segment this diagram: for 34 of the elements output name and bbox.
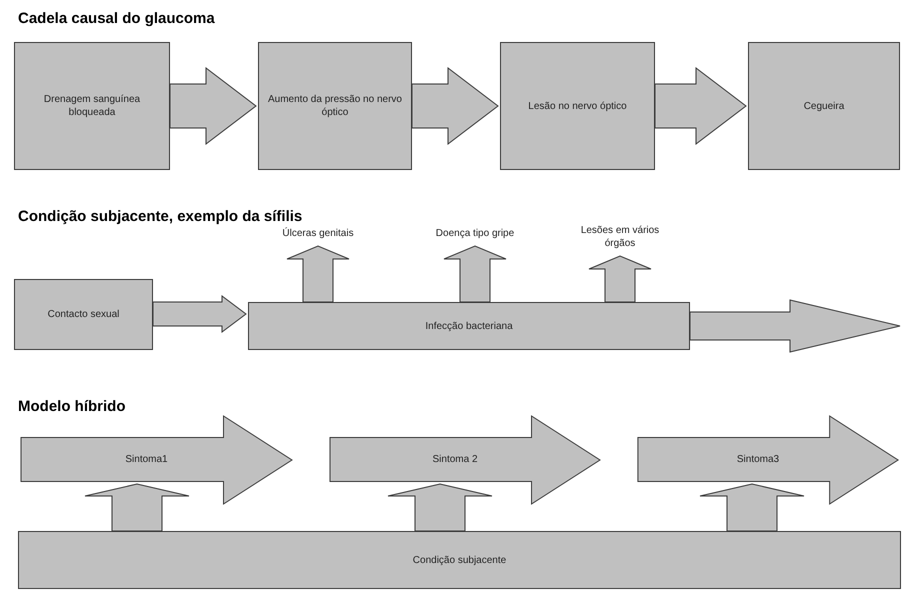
node-text: Sintoma 2 [432, 453, 478, 466]
process-box [248, 302, 690, 350]
node-text: Infecção bacteriana [425, 320, 513, 332]
block-arrow [444, 245, 506, 302]
block-arrow [152, 295, 247, 333]
node-text: Drenagem sanguínea bloqueada [42, 93, 142, 119]
process-box [18, 531, 901, 589]
section-heading: Modelo híbrido [18, 397, 126, 417]
node-text: Sintoma3 [736, 453, 780, 466]
block-arrow [588, 255, 652, 302]
node-text: Cegueira [804, 100, 844, 112]
block-arrow [654, 67, 747, 145]
node-text: Lesões em vários órgãos [580, 224, 660, 250]
block-arrow [170, 67, 257, 145]
node-text: Condição subjacente [412, 554, 506, 566]
process-box [748, 42, 900, 170]
process-box [258, 42, 412, 170]
node-text: Lesão no nervo óptico [528, 100, 627, 112]
node-text: Doença tipo gripe [436, 227, 514, 240]
block-arrow [286, 245, 350, 302]
block-arrow [84, 483, 190, 532]
block-arrow [412, 67, 499, 145]
node-text: Aumento da pressão no nervo óptico [267, 93, 403, 119]
process-box [14, 279, 153, 350]
process-box [14, 42, 170, 170]
node-text: Sintoma1 [125, 453, 168, 466]
node-text: Contacto sexual [48, 308, 120, 321]
block-arrow [690, 299, 900, 353]
node-text: Úlceras genitais [282, 227, 354, 240]
section-heading: Cadela causal do glaucoma [18, 9, 215, 29]
process-box [500, 42, 655, 170]
block-arrow [388, 483, 492, 532]
section-heading: Condição subjacente, exemplo da sífilis [18, 207, 302, 227]
block-arrow [700, 483, 804, 532]
